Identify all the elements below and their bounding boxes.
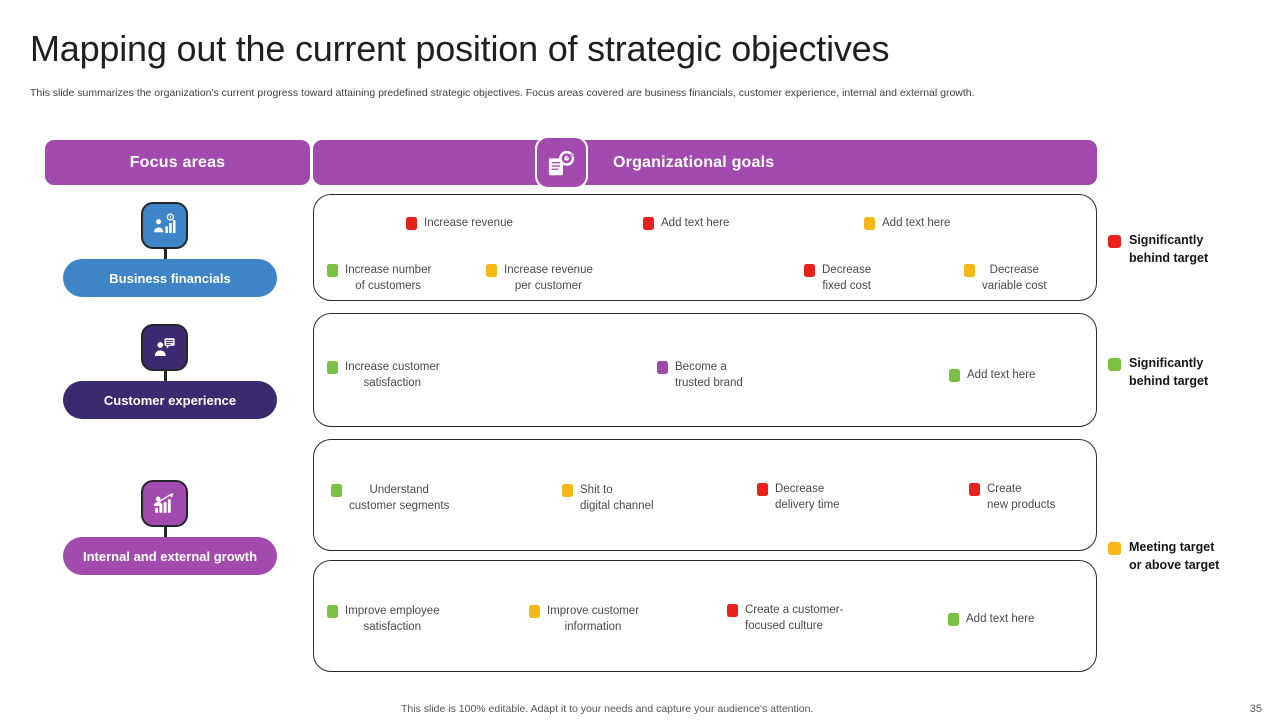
status-swatch bbox=[864, 217, 875, 230]
goal-item[interactable]: Decrease delivery time bbox=[757, 481, 840, 513]
status-swatch bbox=[562, 484, 573, 497]
goal-label: Shit to digital channel bbox=[580, 484, 654, 512]
page-subtitle: This slide summarizes the organization's… bbox=[30, 87, 975, 99]
legend-swatch bbox=[1108, 235, 1121, 248]
focus-area-label: Internal and external growth bbox=[82, 548, 258, 564]
status-swatch bbox=[486, 264, 497, 277]
goal-label: Improve customer information bbox=[547, 605, 640, 633]
status-swatch bbox=[643, 217, 654, 230]
legend-label: Meeting target or above target bbox=[1129, 540, 1220, 572]
focus-area-pill[interactable]: Customer experience bbox=[63, 381, 277, 419]
goal-label: Decrease fixed cost bbox=[822, 264, 872, 292]
page-title: Mapping out the current position of stra… bbox=[30, 28, 890, 69]
page-number: 35 bbox=[1249, 703, 1262, 715]
status-swatch bbox=[948, 613, 959, 626]
goal-item[interactable]: Improve employee satisfaction bbox=[327, 603, 440, 635]
focus-area-pill[interactable]: Business financials bbox=[63, 259, 277, 297]
focus-area-label: Business financials bbox=[109, 270, 231, 286]
target-document-icon bbox=[535, 136, 588, 189]
legend-swatch bbox=[1108, 358, 1121, 371]
goal-item[interactable]: Decrease fixed cost bbox=[804, 262, 871, 294]
goal-label: Add text here bbox=[661, 217, 730, 229]
goal-label: Add text here bbox=[882, 217, 951, 229]
goal-item[interactable]: Improve customer information bbox=[529, 603, 639, 635]
organizational-goals-header-label: Organizational goals bbox=[613, 153, 775, 171]
goal-label: Decrease delivery time bbox=[775, 483, 840, 511]
status-swatch bbox=[727, 604, 738, 617]
status-swatch bbox=[804, 264, 815, 277]
goal-label: Understand customer segments bbox=[349, 484, 450, 512]
goal-label: Increase customer satisfaction bbox=[345, 361, 440, 389]
goal-label: Decrease variable cost bbox=[982, 264, 1047, 292]
goal-item[interactable]: Add text here bbox=[643, 215, 729, 231]
status-swatch bbox=[327, 264, 338, 277]
legend-item-behind-target-green: Significantly behind target bbox=[1108, 354, 1208, 390]
goal-item[interactable]: Understand customer segments bbox=[331, 482, 449, 514]
goal-item[interactable]: Add text here bbox=[949, 367, 1035, 383]
status-swatch bbox=[657, 361, 668, 374]
focus-area-label: Customer experience bbox=[103, 392, 237, 408]
connector-line bbox=[164, 249, 167, 259]
goal-item[interactable]: Increase revenue per customer bbox=[486, 262, 593, 294]
goal-label: Become a trusted brand bbox=[675, 361, 743, 389]
legend-swatch bbox=[1108, 542, 1121, 555]
legend-label: Significantly behind target bbox=[1129, 233, 1209, 265]
goal-label: Increase revenue per customer bbox=[504, 264, 593, 292]
goal-card: Improve employee satisfaction Improve cu… bbox=[313, 560, 1097, 672]
status-swatch bbox=[969, 483, 980, 496]
status-swatch bbox=[529, 605, 540, 618]
goal-item[interactable]: Add text here bbox=[948, 611, 1034, 627]
goal-item[interactable]: Become a trusted brand bbox=[657, 359, 743, 391]
focus-areas-header: Focus areas bbox=[45, 140, 310, 185]
status-swatch bbox=[949, 369, 960, 382]
footer-note: This slide is 100% editable. Adapt it to… bbox=[401, 703, 814, 715]
goal-item[interactable]: Increase number of customers bbox=[327, 262, 431, 294]
goal-item[interactable]: Create a customer- focused culture bbox=[727, 602, 843, 634]
goal-item[interactable]: Decrease variable cost bbox=[964, 262, 1047, 294]
connector-line bbox=[164, 527, 167, 537]
status-swatch bbox=[757, 483, 768, 496]
status-swatch bbox=[331, 484, 342, 497]
organizational-goals-header: Organizational goals bbox=[313, 140, 1097, 185]
finance-person-chart-icon bbox=[141, 202, 188, 249]
goal-item[interactable]: Shit to digital channel bbox=[562, 482, 654, 514]
goal-label: Add text here bbox=[966, 613, 1035, 625]
legend-item-behind-target-red: Significantly behind target bbox=[1108, 231, 1208, 267]
goal-item[interactable]: Create new products bbox=[969, 481, 1055, 513]
status-swatch bbox=[964, 264, 975, 277]
goal-card: Increase customer satisfaction Become a … bbox=[313, 313, 1097, 427]
goal-label: Increase number of customers bbox=[345, 264, 432, 292]
goal-label: Add text here bbox=[967, 369, 1036, 381]
status-swatch bbox=[327, 361, 338, 374]
customer-feedback-icon bbox=[141, 324, 188, 371]
goal-item[interactable]: Increase revenue bbox=[406, 215, 513, 231]
goal-label: Create new products bbox=[987, 483, 1056, 511]
status-swatch bbox=[327, 605, 338, 618]
goal-label: Improve employee satisfaction bbox=[345, 605, 440, 633]
legend-label: Significantly behind target bbox=[1129, 356, 1209, 388]
goal-item[interactable]: Add text here bbox=[864, 215, 950, 231]
focus-area-pill[interactable]: Internal and external growth bbox=[63, 537, 277, 575]
connector-line bbox=[164, 371, 167, 381]
goal-label: Create a customer- focused culture bbox=[745, 604, 844, 632]
focus-areas-header-label: Focus areas bbox=[129, 153, 226, 171]
growth-chart-person-icon bbox=[141, 480, 188, 527]
goal-label: Increase revenue bbox=[424, 217, 513, 229]
goal-item[interactable]: Increase customer satisfaction bbox=[327, 359, 440, 391]
legend-item-meeting-target: Meeting target or above target bbox=[1108, 538, 1219, 574]
goal-card: Understand customer segments Shit to dig… bbox=[313, 439, 1097, 551]
goal-card: Increase revenue Add text here Add text … bbox=[313, 194, 1097, 301]
status-swatch bbox=[406, 217, 417, 230]
